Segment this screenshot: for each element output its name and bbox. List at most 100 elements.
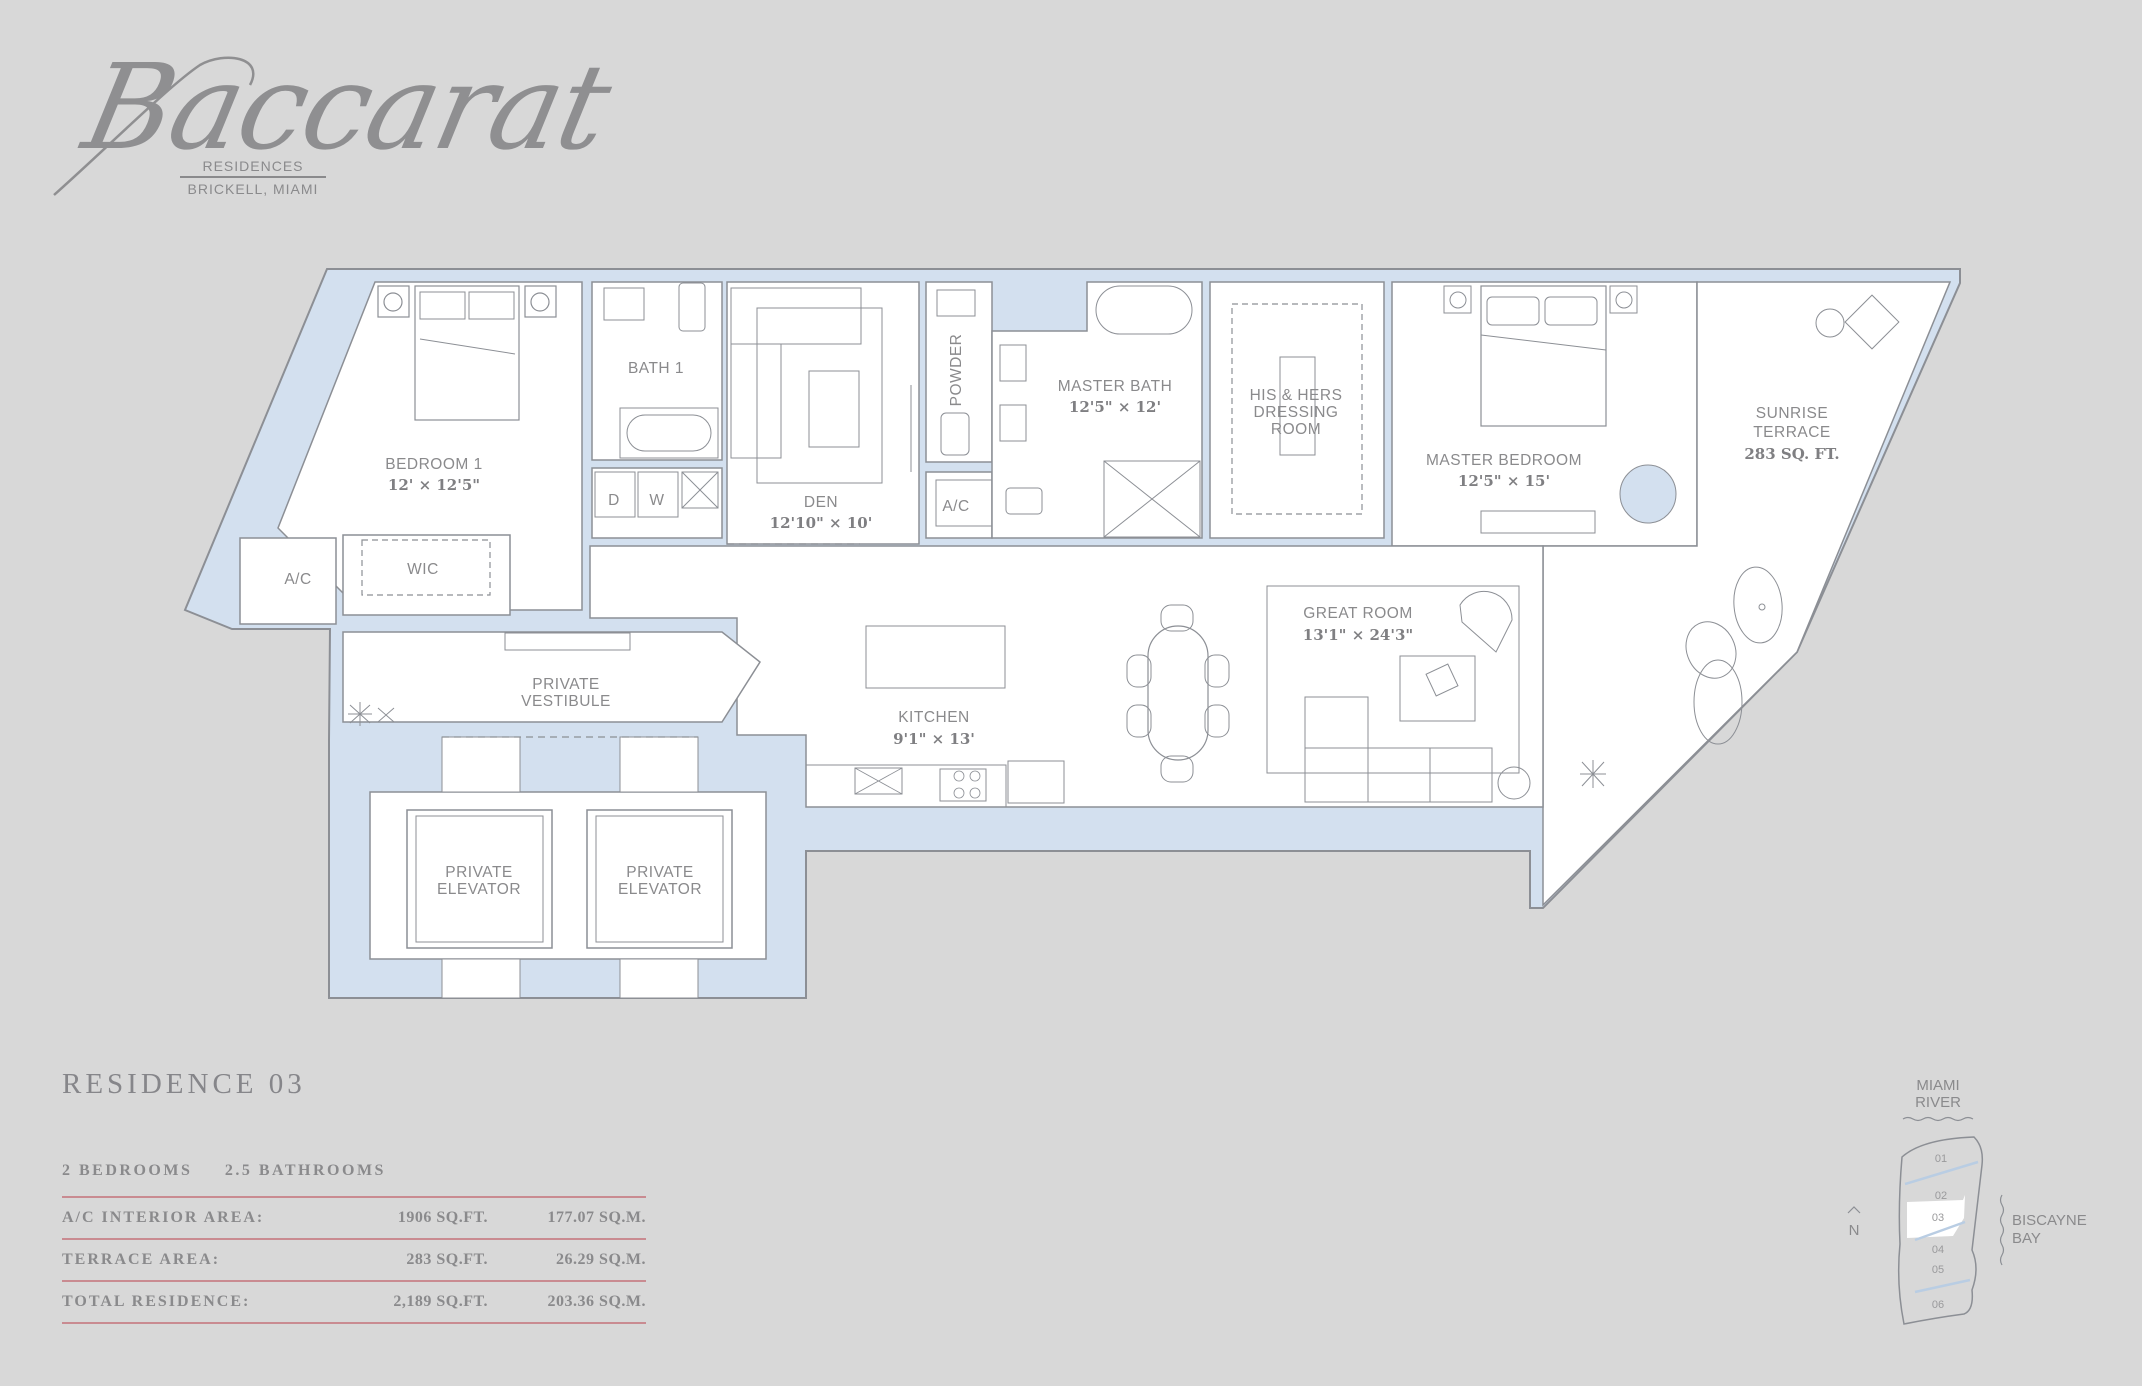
- kitchen-counter: [805, 764, 1007, 808]
- cooktop: [939, 768, 987, 802]
- north-arrow-icon: [1847, 1206, 1861, 1214]
- residence-stats: 2 BEDROOMS 2.5 BATHROOMS A/C INTERIOR AR…: [62, 1162, 646, 1324]
- master-shower: [1103, 460, 1201, 538]
- den-table: [808, 370, 860, 448]
- label-ac-mid: A/C: [942, 498, 969, 515]
- area-sqft: 283 SQ.FT.: [406, 1251, 488, 1268]
- key-river-1: MIAMI: [1916, 1077, 1959, 1094]
- bedroom-count: 2 BEDROOMS: [62, 1162, 193, 1179]
- kitchen-island: [865, 625, 1006, 689]
- brand-line-residences: RESIDENCES: [202, 158, 304, 174]
- den-sofa: [730, 287, 862, 345]
- bed1-nightstand-left: [377, 285, 410, 318]
- label-vestibule-2: VESTIBULE: [521, 693, 611, 710]
- great-room-rug: [1266, 585, 1520, 774]
- label-wic: WIC: [407, 561, 439, 578]
- label-dressing-2: DRESSING: [1254, 404, 1339, 421]
- area-label: A/C INTERIOR AREA:: [62, 1209, 265, 1226]
- residence-title: RESIDENCE 03: [62, 1068, 306, 1100]
- label-elevator2-1: PRIVATE: [626, 864, 694, 881]
- vestibule-floor: [342, 631, 761, 723]
- label-elevator1-1: PRIVATE: [445, 864, 513, 881]
- ac-left-closet: [239, 537, 337, 625]
- label-master-bath: MASTER BATH: [1058, 378, 1173, 395]
- label-bedroom1: BEDROOM 1: [385, 456, 483, 473]
- label-vestibule-1: PRIVATE: [532, 676, 600, 693]
- area-row: TERRACE AREA: 283 SQ.FT. 26.29 SQ.M.: [62, 1238, 646, 1280]
- key-bay-1: BISCAYNE: [2012, 1212, 2087, 1229]
- area-sqm: 203.36 SQ.M.: [547, 1293, 646, 1310]
- dims-den: 12'10" × 10': [770, 514, 873, 532]
- area-row: TOTAL RESIDENCE: 2,189 SQ.FT. 203.36 SQ.…: [62, 1280, 646, 1324]
- label-bath1: BATH 1: [628, 360, 684, 377]
- terrace-lounger: [1685, 621, 1737, 679]
- label-terrace-2: TERRACE: [1753, 424, 1831, 441]
- key-unit-05: 05: [1932, 1264, 1944, 1276]
- wave-vertical-icon: [1999, 1194, 2005, 1266]
- key-north: N: [1849, 1222, 1860, 1239]
- label-terrace-1: SUNRISE: [1756, 405, 1828, 422]
- washer: [637, 471, 679, 518]
- terrace-plant: [1580, 760, 1606, 788]
- key-unit-04: 04: [1932, 1244, 1944, 1256]
- key-unit-02: 02: [1935, 1190, 1947, 1202]
- master-rug: [1619, 464, 1677, 524]
- bed1-bed: [414, 285, 520, 421]
- bath1-floor: [591, 281, 723, 461]
- label-dressing-1: HIS & HERS: [1250, 387, 1343, 404]
- dims-kitchen: 9'1" × 13': [893, 730, 975, 748]
- dims-bedroom1: 12' × 12'5": [388, 476, 480, 494]
- key-unit-06: 06: [1932, 1299, 1944, 1311]
- wic-rail: [361, 539, 491, 596]
- dims-great-room: 13'1" × 24'3": [1303, 626, 1413, 644]
- area-sqm: 177.07 SQ.M.: [547, 1209, 646, 1226]
- wave-icon: [1902, 1116, 1974, 1122]
- laundry-floor: [591, 467, 723, 539]
- lift-lobby: [369, 791, 767, 960]
- label-ac-left: A/C: [284, 571, 311, 588]
- label-den: DEN: [804, 494, 838, 511]
- terrace-floor: [1542, 281, 1952, 907]
- key-plan: MIAMI RIVER N BISCAYNE BAY 01 02 03 04 0…: [1847, 1077, 2087, 1325]
- area-terrace: 283 SQ. FT.: [1744, 445, 1839, 463]
- label-elevator1-2: ELEVATOR: [437, 881, 521, 898]
- area-sqft: 1906 SQ.FT.: [397, 1209, 488, 1226]
- master-tub: [1095, 285, 1193, 335]
- dims-master-bath: 12'5" × 12': [1069, 398, 1161, 416]
- residence-summary: 2 BEDROOMS 2.5 BATHROOMS: [62, 1162, 646, 1196]
- bath1-tub: [619, 407, 719, 459]
- master-bed: [1480, 285, 1607, 427]
- label-elevator2-2: ELEVATOR: [618, 881, 702, 898]
- bathroom-count: 2.5 BATHROOMS: [224, 1162, 386, 1179]
- label-dressing-3: ROOM: [1271, 421, 1321, 438]
- area-row: A/C INTERIOR AREA: 1906 SQ.FT. 177.07 SQ…: [62, 1196, 646, 1238]
- room-labels: BEDROOM 1 12' × 12'5" BATH 1 D W DEN 12'…: [284, 334, 1839, 898]
- dining-table: [1147, 625, 1209, 761]
- vestibule-plant: [348, 702, 395, 726]
- dryer: [594, 471, 636, 518]
- logo-swash: [53, 56, 255, 196]
- master-bath-floor: [991, 281, 1203, 539]
- area-label: TOTAL RESIDENCE:: [62, 1293, 251, 1310]
- key-river-2: RIVER: [1915, 1094, 1961, 1111]
- brand-line-location: BRICKELL, MIAMI: [187, 181, 319, 197]
- brand-divider: [180, 176, 326, 178]
- label-great-room: GREAT ROOM: [1303, 605, 1413, 622]
- label-washer: W: [649, 492, 664, 509]
- area-sqft: 2,189 SQ.FT.: [393, 1293, 488, 1310]
- bed1-nightstand-right: [524, 285, 557, 318]
- elevator2-cab: [586, 809, 733, 949]
- den-floor: [726, 281, 920, 545]
- label-master-bedroom: MASTER BEDROOM: [1426, 452, 1582, 469]
- area-sqm: 26.29 SQ.M.: [556, 1251, 646, 1268]
- area-label: TERRACE AREA:: [62, 1251, 221, 1268]
- dims-master-bedroom: 12'5" × 15': [1458, 472, 1550, 490]
- dressing-island: [1279, 356, 1316, 456]
- elevator1-cab: [406, 809, 553, 949]
- dressing-floor: [1209, 281, 1385, 539]
- key-unit-03: 03: [1932, 1212, 1944, 1224]
- label-dryer: D: [608, 492, 620, 509]
- key-bay-2: BAY: [2012, 1230, 2041, 1247]
- key-unit-01: 01: [1935, 1153, 1947, 1165]
